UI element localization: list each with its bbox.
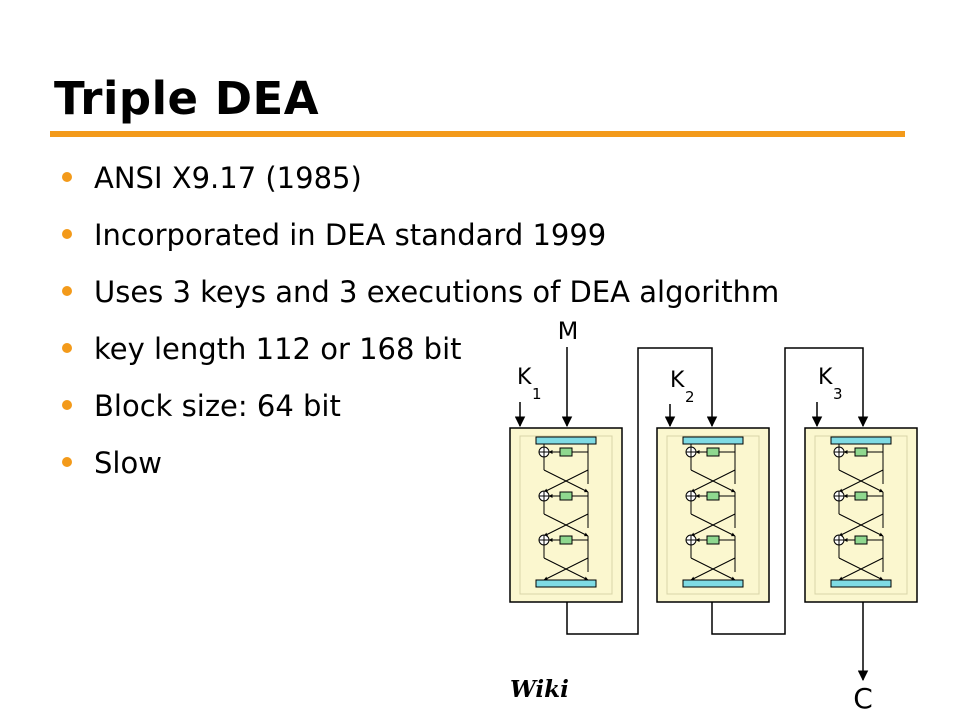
bullet-list: ANSI X9.17 (1985) Incorporated in DEA st… (60, 152, 779, 494)
bullet-dot-icon (62, 286, 72, 296)
bullet-item: ANSI X9.17 (1985) (60, 152, 779, 209)
bullet-item: Slow (60, 437, 779, 494)
bullet-dot-icon (62, 400, 72, 410)
bullet-dot-icon (62, 172, 72, 182)
key-label-3: K 3 (818, 365, 843, 403)
key-label-2: K 2 (670, 368, 695, 406)
title-underline (50, 131, 905, 137)
svg-text:K: K (818, 365, 833, 390)
stage1-to-stage2-connector (566, 347, 718, 635)
bullet-item: Block size: 64 bit (60, 380, 779, 437)
dea-stage-box-2 (656, 427, 770, 603)
key-label-1: K 1 (517, 365, 542, 403)
bullet-dot-icon (62, 457, 72, 467)
bullet-dot-icon (62, 229, 72, 239)
input-label-m: M (558, 317, 579, 345)
stage2-to-stage3-connector (711, 347, 869, 635)
svg-text:2: 2 (685, 388, 695, 406)
bullet-item: Incorporated in DEA standard 1999 (60, 209, 779, 266)
svg-text:3: 3 (833, 385, 843, 403)
bullet-item: Uses 3 keys and 3 executions of DEA algo… (60, 266, 779, 323)
svg-text:1: 1 (532, 385, 542, 403)
svg-text:K: K (670, 368, 685, 393)
bullet-item: key length 112 or 168 bit (60, 323, 779, 380)
source-credit: Wiki (510, 676, 569, 703)
output-label-c: C (853, 682, 873, 715)
dea-stage-box-1 (509, 427, 623, 603)
slide-title: Triple DEA (54, 72, 320, 125)
bullet-dot-icon (62, 343, 72, 353)
svg-text:K: K (517, 365, 532, 390)
dea-stage-box-3 (804, 427, 918, 603)
